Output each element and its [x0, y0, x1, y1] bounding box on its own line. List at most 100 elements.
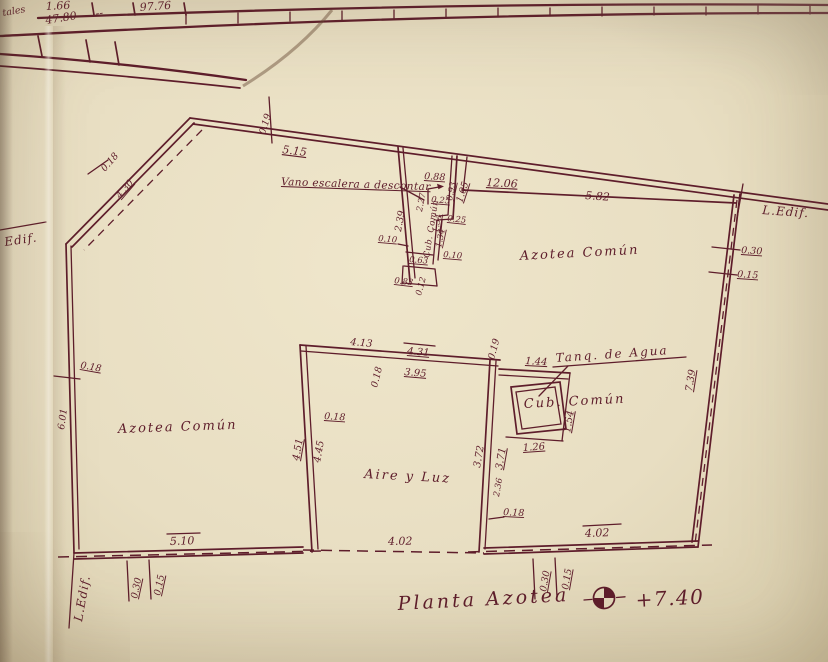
wall-line — [434, 268, 438, 287]
table-divider — [37, 35, 43, 57]
wall-line — [402, 147, 416, 279]
tank-outline — [510, 381, 567, 435]
dim-tick — [532, 558, 536, 600]
dim-label: 4.13 — [349, 337, 373, 350]
dim-label: 5.15 — [282, 143, 308, 159]
stair-void-label: Vano escalera a descontar — [281, 176, 432, 193]
dim-label: 1.54 — [562, 410, 577, 434]
plan-walls — [53, 96, 828, 629]
leader-line — [399, 186, 425, 201]
wall-line — [452, 155, 458, 220]
area-label-cub-comun: Cub. Común — [523, 392, 625, 412]
dim-label: 0.10 — [443, 250, 463, 262]
wall-line — [483, 540, 699, 549]
margin-label-edif: Edif. — [2, 230, 38, 249]
boundary-dash — [83, 129, 203, 251]
dim-label: 3.95 — [404, 367, 427, 380]
wall-line — [192, 123, 828, 211]
wall-line — [484, 360, 497, 550]
wall-line — [483, 546, 699, 555]
table-cell-value: 97.76 — [139, 0, 171, 14]
property-line-label-bottom: L.Edif. — [71, 574, 93, 624]
table-fragment: 1.66 97.76 tales 47.80 -- — [0, 0, 828, 89]
dimension-labels: 0.19 5.15 0.18 4.30 12.06 5.82 0.30 0.15… — [56, 112, 763, 599]
dim-label: 3.71 — [494, 447, 509, 471]
dim-label: 0.30 — [538, 570, 553, 593]
wall-line — [65, 243, 75, 554]
dim-label: 0.83 — [394, 276, 414, 288]
page-corner-shadow — [242, 9, 334, 88]
wall-line — [461, 189, 737, 204]
dim-label: 0.88 — [424, 171, 446, 183]
dim-label: 0.18 — [503, 507, 525, 519]
dim-label: 4.31 — [406, 346, 430, 359]
property-line-label-right: L.Edif. — [761, 203, 810, 220]
wall-line — [403, 265, 436, 270]
level-value: +7.40 — [635, 584, 705, 612]
property-line — [68, 552, 75, 629]
wall-line — [697, 193, 741, 548]
dim-label: 0.19 — [486, 337, 502, 360]
dim-label: 0.18 — [324, 411, 346, 423]
table-divider — [91, 2, 95, 16]
dim-label: 4.30 — [113, 178, 136, 202]
table-rule — [0, 11, 828, 38]
wall-line — [432, 219, 438, 265]
margin-rule — [0, 221, 47, 231]
wall-line — [397, 146, 411, 283]
wall-line — [478, 359, 491, 553]
dim-label: 0.63 — [409, 255, 429, 267]
courtyard — [299, 342, 505, 553]
label-underline — [552, 356, 687, 368]
dim-label: 1.44 — [525, 356, 548, 368]
level-marker-tick — [615, 596, 626, 599]
wall-line — [189, 117, 828, 205]
leader-line — [538, 365, 569, 397]
table-divider — [132, 2, 136, 16]
table-rule — [36, 3, 828, 20]
dim-label: 0.30 — [129, 577, 144, 600]
dim-overline — [166, 532, 201, 535]
dim-label: 1.34 — [434, 228, 448, 249]
table-divider — [114, 41, 120, 66]
wall-line — [73, 552, 304, 560]
wall-line — [305, 345, 319, 550]
wall-line — [438, 214, 449, 217]
wall-line — [401, 265, 404, 285]
stairwell — [397, 146, 458, 287]
dim-label: 0.30 — [741, 245, 763, 257]
level-marker-icon — [583, 586, 626, 610]
dim-label: 5.10 — [170, 534, 195, 548]
wall-line — [73, 546, 304, 554]
wall-line — [405, 251, 434, 256]
wall-line — [462, 156, 468, 193]
dim-overline — [582, 523, 622, 527]
dim-label: 0.18 — [99, 151, 121, 174]
wall-line — [300, 350, 499, 367]
dim-label: 1.34 — [431, 213, 444, 233]
table-cell-value: -- — [95, 6, 104, 20]
stair-direction-line — [427, 186, 440, 190]
table-rule — [0, 65, 241, 89]
dim-label: 1.26 — [522, 441, 546, 454]
dim-tick — [126, 560, 130, 602]
dim-label: 4.45 — [312, 440, 327, 465]
boundary-dash — [57, 550, 323, 558]
wall-line — [691, 194, 735, 543]
dim-label: 0.15 — [560, 568, 575, 591]
dim-label: 0.12 — [414, 276, 429, 297]
dim-label: 6.01 — [56, 408, 70, 430]
dim-label: 0.10 — [378, 234, 398, 246]
tank-label: Tanq. de Agua — [555, 343, 669, 365]
table-divider — [85, 39, 91, 63]
dim-tick — [554, 557, 558, 598]
dim-tick — [87, 159, 109, 175]
dim-tick — [488, 516, 505, 520]
dim-label: 4.02 — [584, 526, 610, 540]
table-rule — [0, 52, 248, 82]
wall-line — [505, 436, 564, 442]
level-marker-quadrant — [604, 587, 615, 598]
dim-label: 2.27 — [415, 192, 429, 214]
area-label-azotea-right: Azotea Común — [518, 243, 639, 264]
